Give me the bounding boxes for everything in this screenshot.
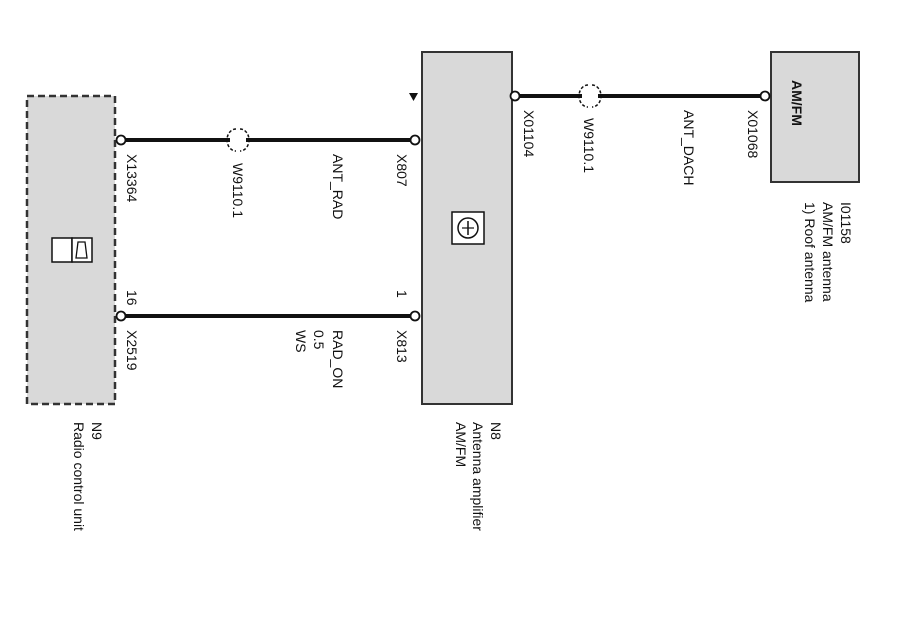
connector-x01104-pin[interactable] (509, 90, 521, 102)
amplifier-name-line2: AM/FM (453, 422, 469, 467)
harness-break-icon (578, 84, 602, 108)
connector-x2519-pin[interactable] (115, 310, 127, 322)
harness-w9110-label-1: W9110.1 (230, 163, 246, 218)
harness-break-icon (226, 128, 250, 152)
wire-rad-on-label: RAD_ON (330, 330, 346, 388)
roof-antenna-name-line1: AM/FM antenna (820, 202, 836, 302)
connector-x01068-label: X01068 (745, 110, 761, 158)
connector-x2519-label: X2519 (124, 330, 140, 371)
connector-x813-pin[interactable] (409, 310, 421, 322)
connector-x01104-label: X01104 (521, 110, 537, 157)
roof-antenna-id: I01158 (838, 202, 854, 244)
radio-unit-icon (51, 237, 93, 263)
connector-x807-pin[interactable] (409, 134, 421, 146)
connector-x13364-label: X13364 (124, 154, 140, 202)
radio-unit-id: N9 (89, 422, 105, 440)
amplifier-id: N8 (488, 422, 504, 440)
amplifier-name-line1: Antenna amplifier (470, 422, 486, 531)
roof-antenna-box[interactable] (770, 51, 860, 183)
antenna-amplifier-icon (451, 211, 485, 245)
connector-x2519-pin-number: 16 (124, 290, 140, 306)
radio-unit-name: Radio control unit (71, 422, 87, 531)
harness-w9110-label-2: W9110.1 (581, 118, 597, 173)
connector-x813-label: X813 (394, 330, 410, 363)
connector-x13364-pin[interactable] (115, 134, 127, 146)
ground-marker-icon (409, 93, 418, 101)
roof-antenna-box-label: AM/FM (789, 80, 805, 126)
wire-rad-on-size: 0.5 (311, 330, 327, 350)
wire-ant-rad-label: ANT_RAD (330, 154, 346, 219)
connector-x01068-pin[interactable] (759, 90, 771, 102)
connector-x807-label: X807 (394, 154, 410, 187)
connector-x813-pin-number: 1 (394, 290, 410, 298)
roof-antenna-name-line2: 1) Roof antenna (802, 202, 818, 303)
wire-ant-dach-label: ANT_DACH (681, 110, 697, 185)
wire-rad-on-color: WS (293, 330, 309, 353)
